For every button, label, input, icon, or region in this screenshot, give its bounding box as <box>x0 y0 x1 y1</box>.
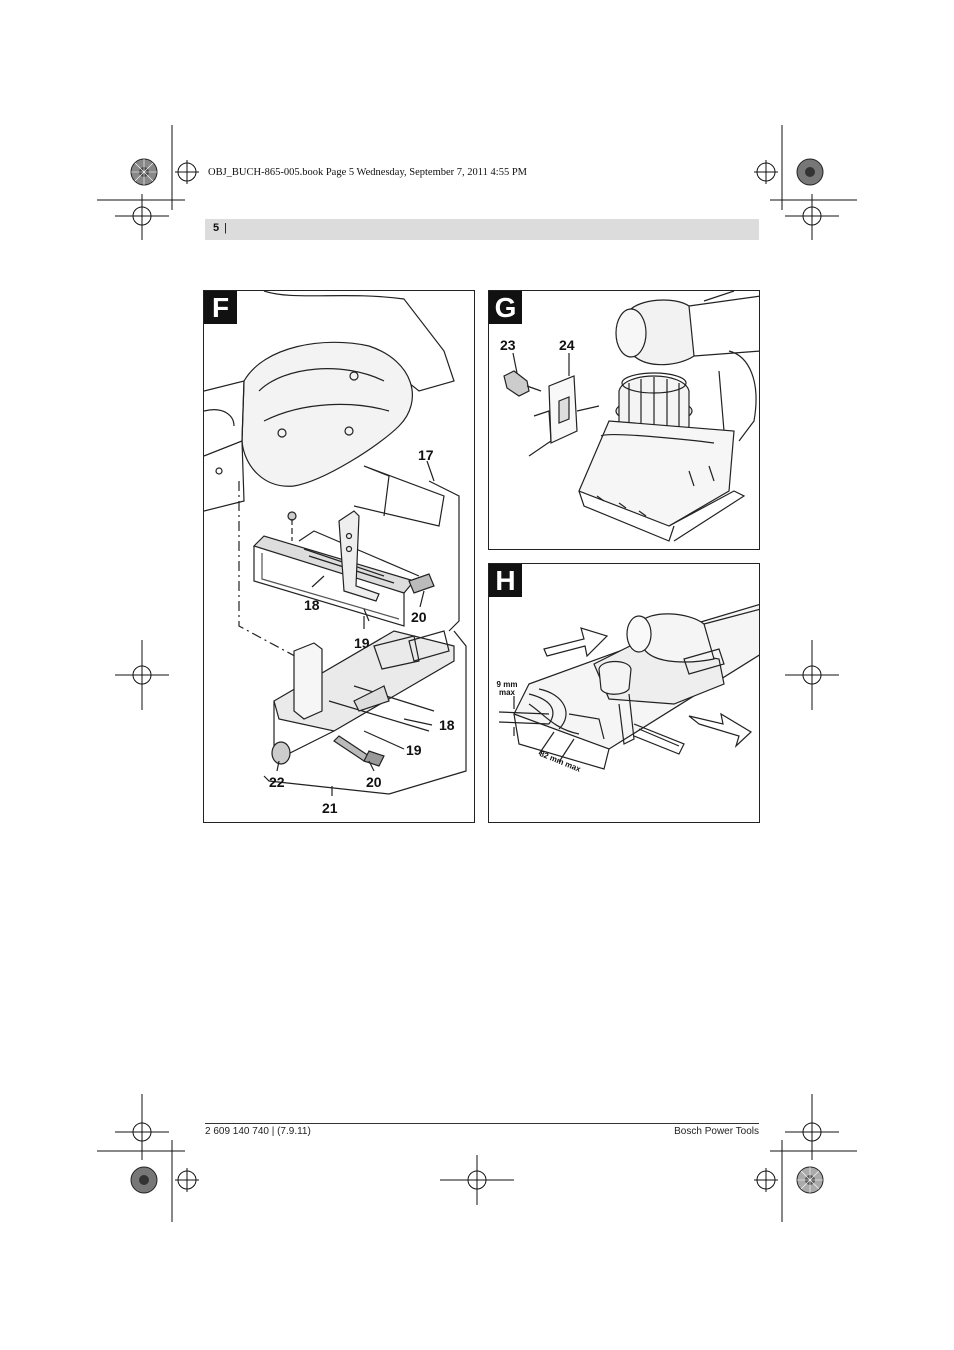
callout-24: 24 <box>559 337 575 353</box>
page-header-bar: 5 | <box>205 219 759 240</box>
figure-panel-f: F 17 18 20 19 18 19 22 20 21 <box>203 290 475 823</box>
book-info-line: OBJ_BUCH-865-005.book Page 5 Wednesday, … <box>208 167 527 178</box>
planer-rebating-illustration <box>498 603 759 770</box>
callout-19-upper: 19 <box>354 635 370 651</box>
callout-17: 17 <box>418 447 434 463</box>
planer-parallel-guide-illustration <box>204 291 467 796</box>
panel-label-g: G <box>489 291 522 324</box>
figure-panel-h: H 9 mm max 82 mm max <box>488 563 760 823</box>
planer-depth-stop-illustration <box>503 291 759 542</box>
callout-19-lower: 19 <box>406 742 422 758</box>
page-number-separator: | <box>224 222 227 234</box>
callout-23: 23 <box>500 337 516 353</box>
callout-18-lower: 18 <box>439 717 455 733</box>
callout-22: 22 <box>269 774 285 790</box>
callout-18-upper: 18 <box>304 597 320 613</box>
callout-21: 21 <box>322 800 338 816</box>
callout-20-lower: 20 <box>366 774 382 790</box>
callout-20-upper: 20 <box>411 609 427 625</box>
depth-note-line2: max <box>498 688 515 697</box>
footer-rule <box>205 1123 759 1124</box>
figure-panel-g: G 23 24 <box>488 290 760 550</box>
depth-note: 9 mm max <box>493 681 521 697</box>
panel-label-f: F <box>204 291 237 324</box>
page-number: 5 <box>213 222 220 234</box>
depth-note-line1: 9 mm <box>496 680 518 689</box>
footer-brand: Bosch Power Tools <box>674 1126 759 1137</box>
footer-document-number: 2 609 140 740 | (7.9.11) <box>205 1126 311 1137</box>
panel-label-h: H <box>489 564 522 597</box>
